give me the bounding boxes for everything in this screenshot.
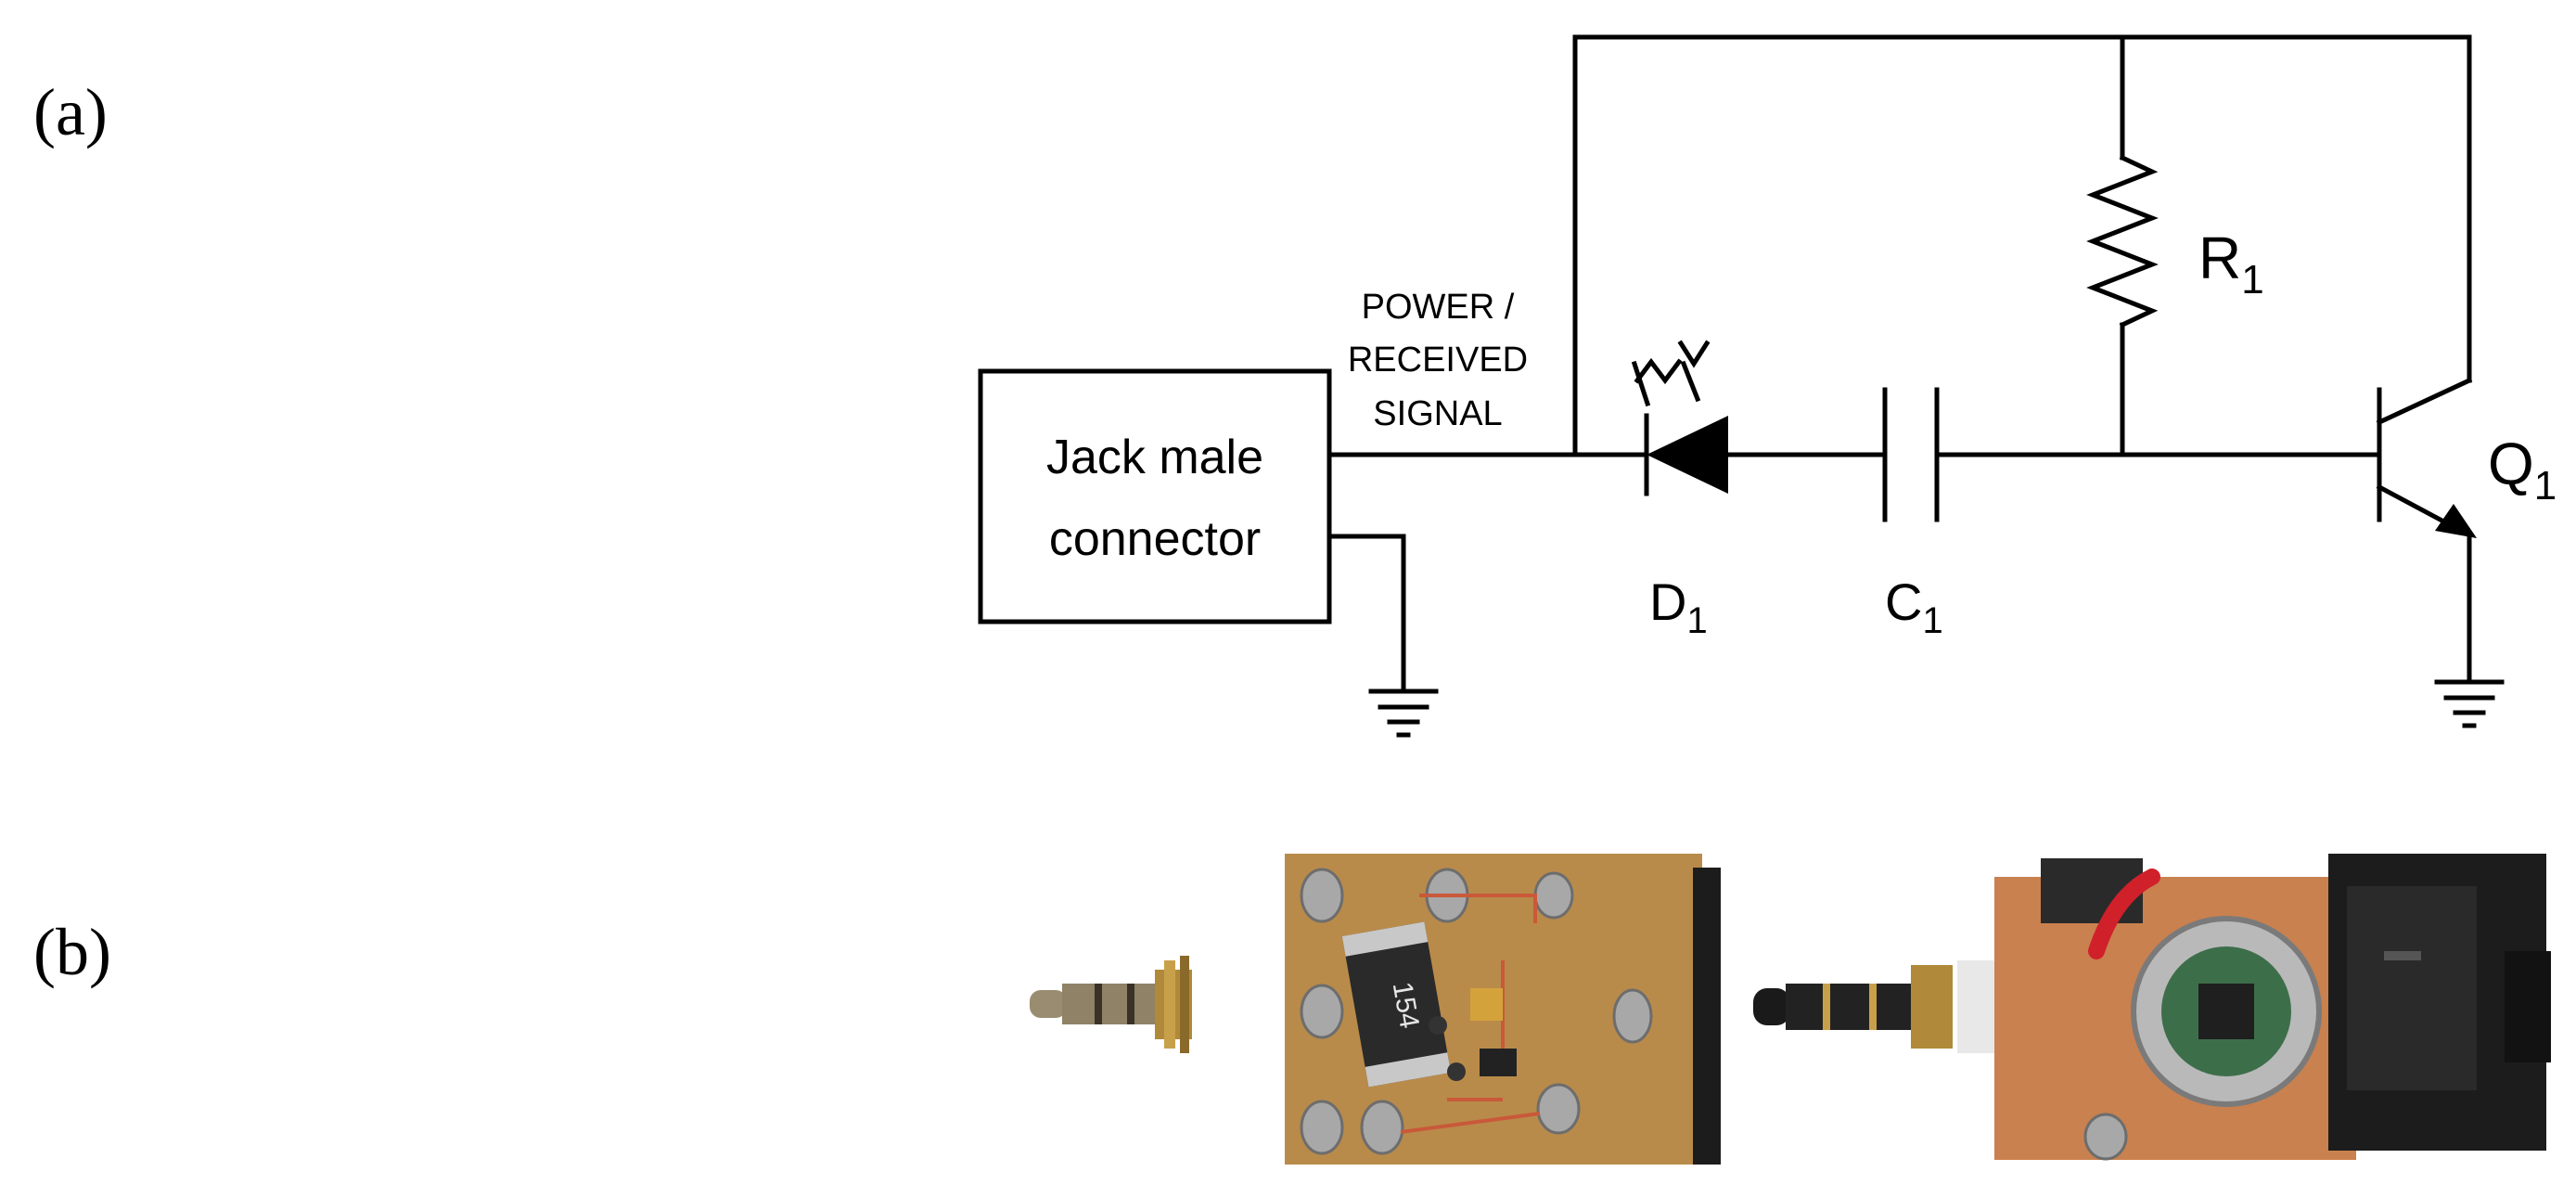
light-arrows-icon [1631, 340, 1711, 407]
ground-symbol-right [2434, 679, 2505, 728]
red-wire [2088, 869, 2160, 959]
d1-label: D1 [1649, 573, 1708, 641]
photodiode-d1 [1644, 413, 1728, 496]
r1-label: R1 [2198, 225, 2264, 302]
jack-connector-label-line2: connector [1049, 512, 1261, 566]
signal-label-line1: POWER / [1362, 288, 1515, 327]
ground-wire-connector [1326, 534, 1406, 694]
panel-label-b: (b) [33, 915, 111, 989]
jack-connector-box [978, 368, 1332, 624]
jack-plug-shaft [1030, 956, 1192, 1053]
jack-connector-label-line1: Jack male [1046, 431, 1263, 484]
resistor-r1 [2086, 34, 2159, 457]
photo-assembled-sensor [1753, 854, 2551, 1161]
signal-label-line3: SIGNAL [1373, 394, 1502, 433]
jack-socket-edge [1693, 868, 1721, 1165]
audio-jack-socket [2328, 854, 2551, 1151]
signal-wire [1326, 34, 2472, 457]
signal-label-line2: RECEIVED [1348, 341, 1528, 380]
photo-pcb-top-view: 154 [1030, 854, 1721, 1165]
c1-label: C1 [1885, 573, 1943, 641]
solder-joint [1429, 1016, 1447, 1035]
smd-resistor: 154 [1341, 921, 1452, 1088]
solder-joint [1447, 1062, 1466, 1081]
jack-plug-shaft-black [1753, 965, 1953, 1049]
capacitor-c1 [1882, 387, 1940, 522]
q1-label: Q1 [2488, 431, 2557, 508]
smd-transistor [1480, 1049, 1517, 1076]
photodiode-sensor [2131, 916, 2322, 1107]
solder-pad [2083, 1113, 2128, 1161]
panel-label-a: (a) [33, 75, 108, 149]
solder-pads [1300, 868, 1653, 1155]
ground-symbol-left [1368, 689, 1439, 738]
smd-capacitor [1470, 988, 1503, 1021]
transistor-q1 [2376, 34, 2477, 685]
